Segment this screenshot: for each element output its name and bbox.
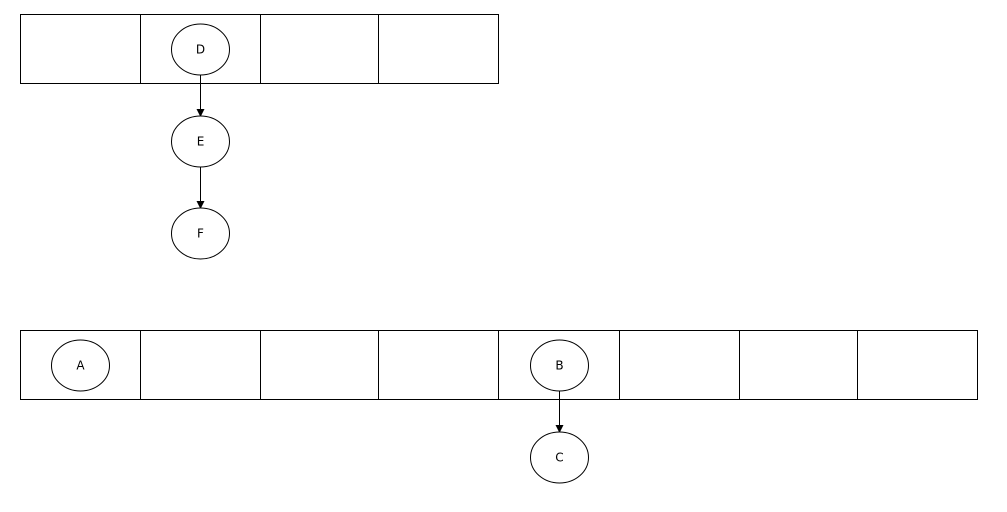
bottom-array-cell-7 bbox=[857, 330, 978, 400]
node-e-circle bbox=[171, 115, 230, 168]
node-e: E bbox=[171, 115, 230, 168]
node-e-label: E bbox=[197, 135, 205, 149]
node-f-circle bbox=[171, 207, 230, 260]
top-array bbox=[20, 14, 499, 84]
bottom-array-cell-6 bbox=[739, 330, 858, 400]
bottom-array-cell-2 bbox=[260, 330, 379, 400]
node-c-label: C bbox=[555, 451, 563, 465]
top-array-cell-2 bbox=[260, 14, 379, 84]
node-a: A bbox=[51, 339, 110, 392]
node-a-label: A bbox=[76, 359, 85, 373]
node-d-circle bbox=[171, 23, 230, 76]
node-b: B bbox=[530, 339, 589, 392]
node-b-circle bbox=[530, 339, 589, 392]
node-c: C bbox=[530, 431, 589, 484]
top-array-cell-0 bbox=[20, 14, 141, 84]
node-f: F bbox=[171, 207, 230, 260]
node-a-circle bbox=[51, 339, 110, 392]
bottom-array-cell-3 bbox=[378, 330, 499, 400]
node-b-label: B bbox=[555, 359, 563, 373]
bottom-array bbox=[20, 330, 978, 400]
node-d-label: D bbox=[196, 43, 205, 57]
top-array-cell-3 bbox=[378, 14, 499, 84]
bottom-array-cell-5 bbox=[619, 330, 740, 400]
arrows bbox=[196, 75, 564, 433]
node-f-label: F bbox=[197, 227, 204, 241]
node-d: D bbox=[171, 23, 230, 76]
node-c-circle bbox=[530, 431, 589, 484]
bottom-array-cell-1 bbox=[140, 330, 261, 400]
